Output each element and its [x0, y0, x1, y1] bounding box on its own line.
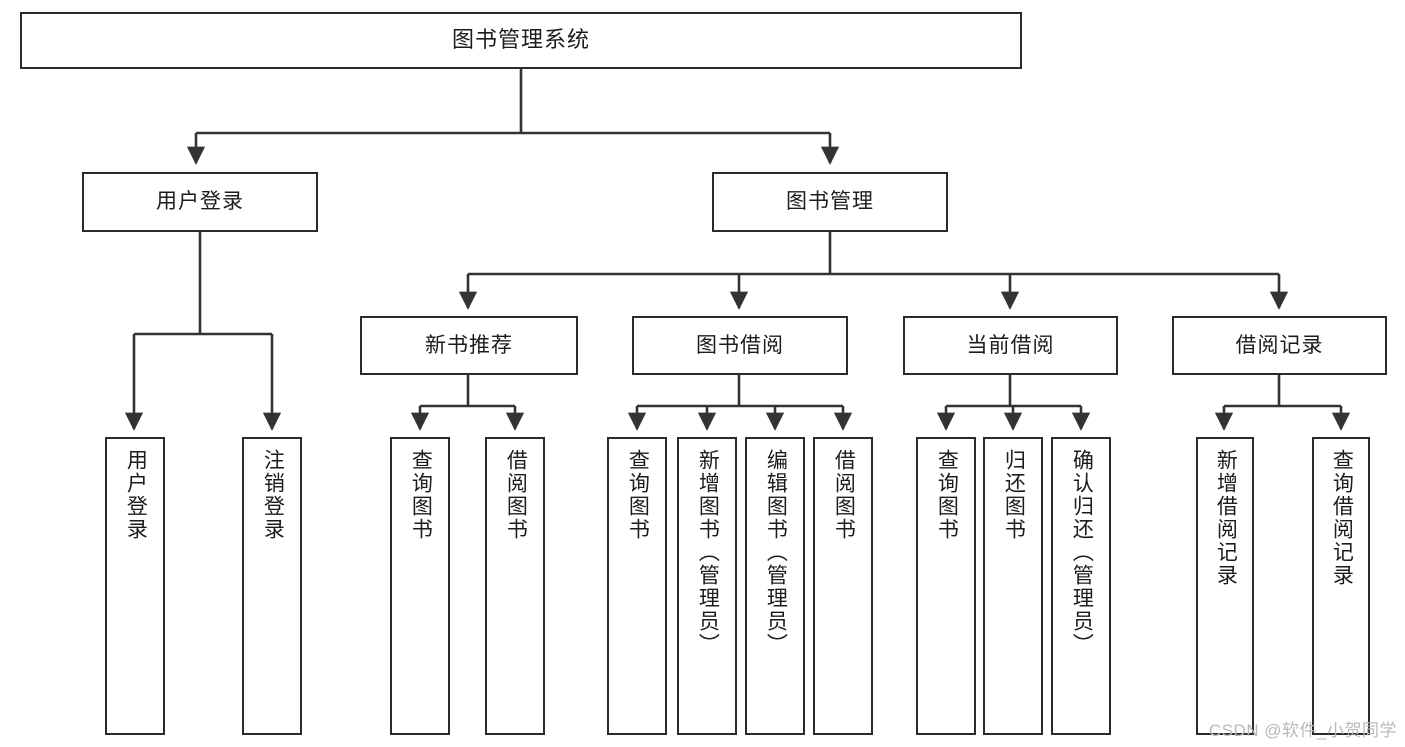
leaf-book-borrow-query-book[interactable]: 查询图书 [607, 437, 667, 735]
node-label: 图书管理系统 [451, 27, 590, 53]
leaf-user-login-logout[interactable]: 注销登录 [242, 437, 302, 735]
watermark-text: CSDN @软件_小贺同学 [1208, 721, 1397, 740]
node-label: 归还图书 [1002, 449, 1026, 541]
node-label: 图书管理 [786, 190, 874, 214]
node-borrow-record[interactable]: 借阅记录 [1172, 316, 1387, 375]
node-label: 查询图书 [409, 449, 433, 541]
node-user-login[interactable]: 用户登录 [82, 172, 318, 232]
node-book-management[interactable]: 图书管理 [712, 172, 948, 232]
node-label: 确认归还（管理员） [1070, 449, 1094, 656]
node-label: 借阅图书 [504, 449, 528, 541]
node-label: 图书借阅 [696, 333, 784, 357]
node-current-borrow[interactable]: 当前借阅 [903, 316, 1118, 375]
leaf-new-book-borrow-book[interactable]: 借阅图书 [485, 437, 545, 735]
node-label: 注销登录 [261, 449, 285, 541]
node-label: 查询图书 [935, 449, 959, 541]
node-book-borrow[interactable]: 图书借阅 [632, 316, 848, 375]
node-label: 编辑图书（管理员） [764, 449, 788, 656]
node-new-book-recommend[interactable]: 新书推荐 [360, 316, 578, 375]
node-label: 用户登录 [124, 449, 148, 541]
node-label: 新增图书（管理员） [696, 449, 720, 656]
leaf-book-borrow-edit-book-admin[interactable]: 编辑图书（管理员） [745, 437, 805, 735]
leaf-borrow-record-add-record[interactable]: 新增借阅记录 [1196, 437, 1254, 735]
leaf-current-borrow-confirm-return-admin[interactable]: 确认归还（管理员） [1051, 437, 1111, 735]
leaf-book-borrow-add-book-admin[interactable]: 新增图书（管理员） [677, 437, 737, 735]
node-label: 借阅记录 [1235, 333, 1324, 357]
node-label: 新书推荐 [425, 333, 513, 357]
leaf-current-borrow-query-book[interactable]: 查询图书 [916, 437, 976, 735]
leaf-new-book-query-book[interactable]: 查询图书 [390, 437, 450, 735]
node-label: 查询借阅记录 [1330, 449, 1354, 587]
node-label: 借阅图书 [832, 449, 856, 541]
leaf-user-login-login[interactable]: 用户登录 [105, 437, 165, 735]
node-root-book-management-system[interactable]: 图书管理系统 [20, 12, 1022, 69]
node-label: 当前借阅 [966, 333, 1055, 357]
node-label: 新增借阅记录 [1214, 449, 1238, 587]
leaf-borrow-record-query-record[interactable]: 查询借阅记录 [1312, 437, 1370, 735]
node-label: 用户登录 [156, 190, 244, 214]
node-label: 查询图书 [626, 449, 650, 541]
leaf-current-borrow-return-book[interactable]: 归还图书 [983, 437, 1043, 735]
leaf-book-borrow-borrow-book[interactable]: 借阅图书 [813, 437, 873, 735]
